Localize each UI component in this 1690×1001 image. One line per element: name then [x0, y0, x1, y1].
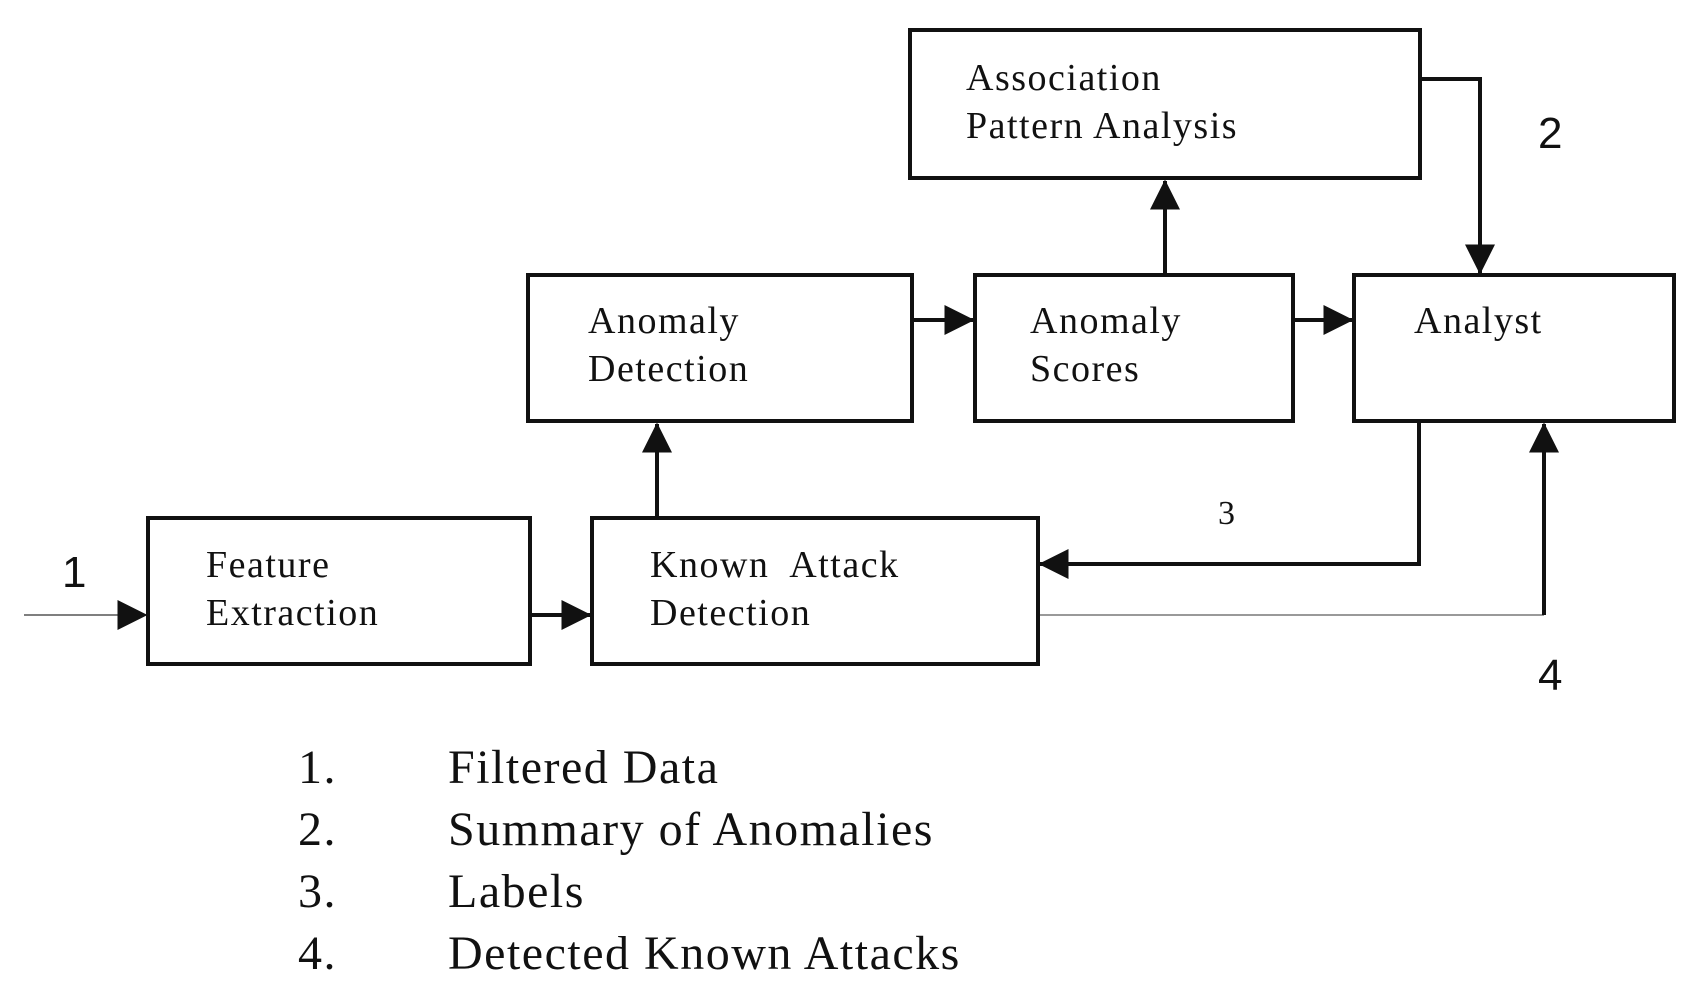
node-association-pattern-analysis: Association Pattern Analysis: [908, 28, 1422, 180]
node-label-line-2: Extraction: [206, 592, 379, 634]
legend-item: 2. Summary of Anomalies: [298, 803, 934, 856]
edge-label-2: 2: [1538, 109, 1562, 158]
edge-label-1: 1: [62, 548, 86, 597]
node-label-line-1: Feature: [206, 544, 330, 586]
legend-number: 3.: [298, 865, 337, 918]
node-anomaly-detection: Anomaly Detection: [526, 273, 914, 423]
node-label-line-2: Pattern Analysis: [966, 105, 1238, 147]
legend-number: 1.: [298, 741, 337, 794]
node-analyst: Analyst: [1352, 273, 1676, 423]
node-label-line-1: Association: [966, 57, 1162, 99]
edge-association-to-analyst: [1422, 77, 1495, 275]
legend-number: 2.: [298, 803, 337, 856]
node-label-line-2: Scores: [1030, 348, 1140, 390]
legend-item: 4. Detected Known Attacks: [298, 927, 961, 980]
edge-label-3: 3: [1218, 495, 1235, 532]
node-label-line-1: Anomaly: [1030, 300, 1182, 342]
node-anomaly-scores: Anomaly Scores: [973, 273, 1295, 423]
legend-text: Summary of Anomalies: [448, 803, 934, 856]
node-feature-extraction: Feature Extraction: [146, 516, 532, 666]
edge-label-4: 4: [1538, 651, 1562, 700]
legend-text: Filtered Data: [448, 741, 719, 794]
legend-item: 3. Labels: [298, 865, 585, 918]
node-label-line-1: Analyst: [1414, 300, 1543, 342]
edge-analyst-to-known-attack: [1038, 423, 1421, 579]
node-label-line-1: Known Attack: [650, 544, 900, 586]
legend-text: Detected Known Attacks: [448, 927, 961, 980]
legend: 1. Filtered Data 2. Summary of Anomalies…: [298, 741, 961, 980]
node-label-line-2: Detection: [650, 592, 811, 634]
node-label-line-2: Detection: [588, 348, 749, 390]
legend-item: 1. Filtered Data: [298, 741, 719, 794]
legend-text: Labels: [448, 865, 585, 918]
legend-number: 4.: [298, 927, 337, 980]
node-label-line-1: Anomaly: [588, 300, 740, 342]
node-known-attack-detection: Known Attack Detection: [590, 516, 1040, 666]
